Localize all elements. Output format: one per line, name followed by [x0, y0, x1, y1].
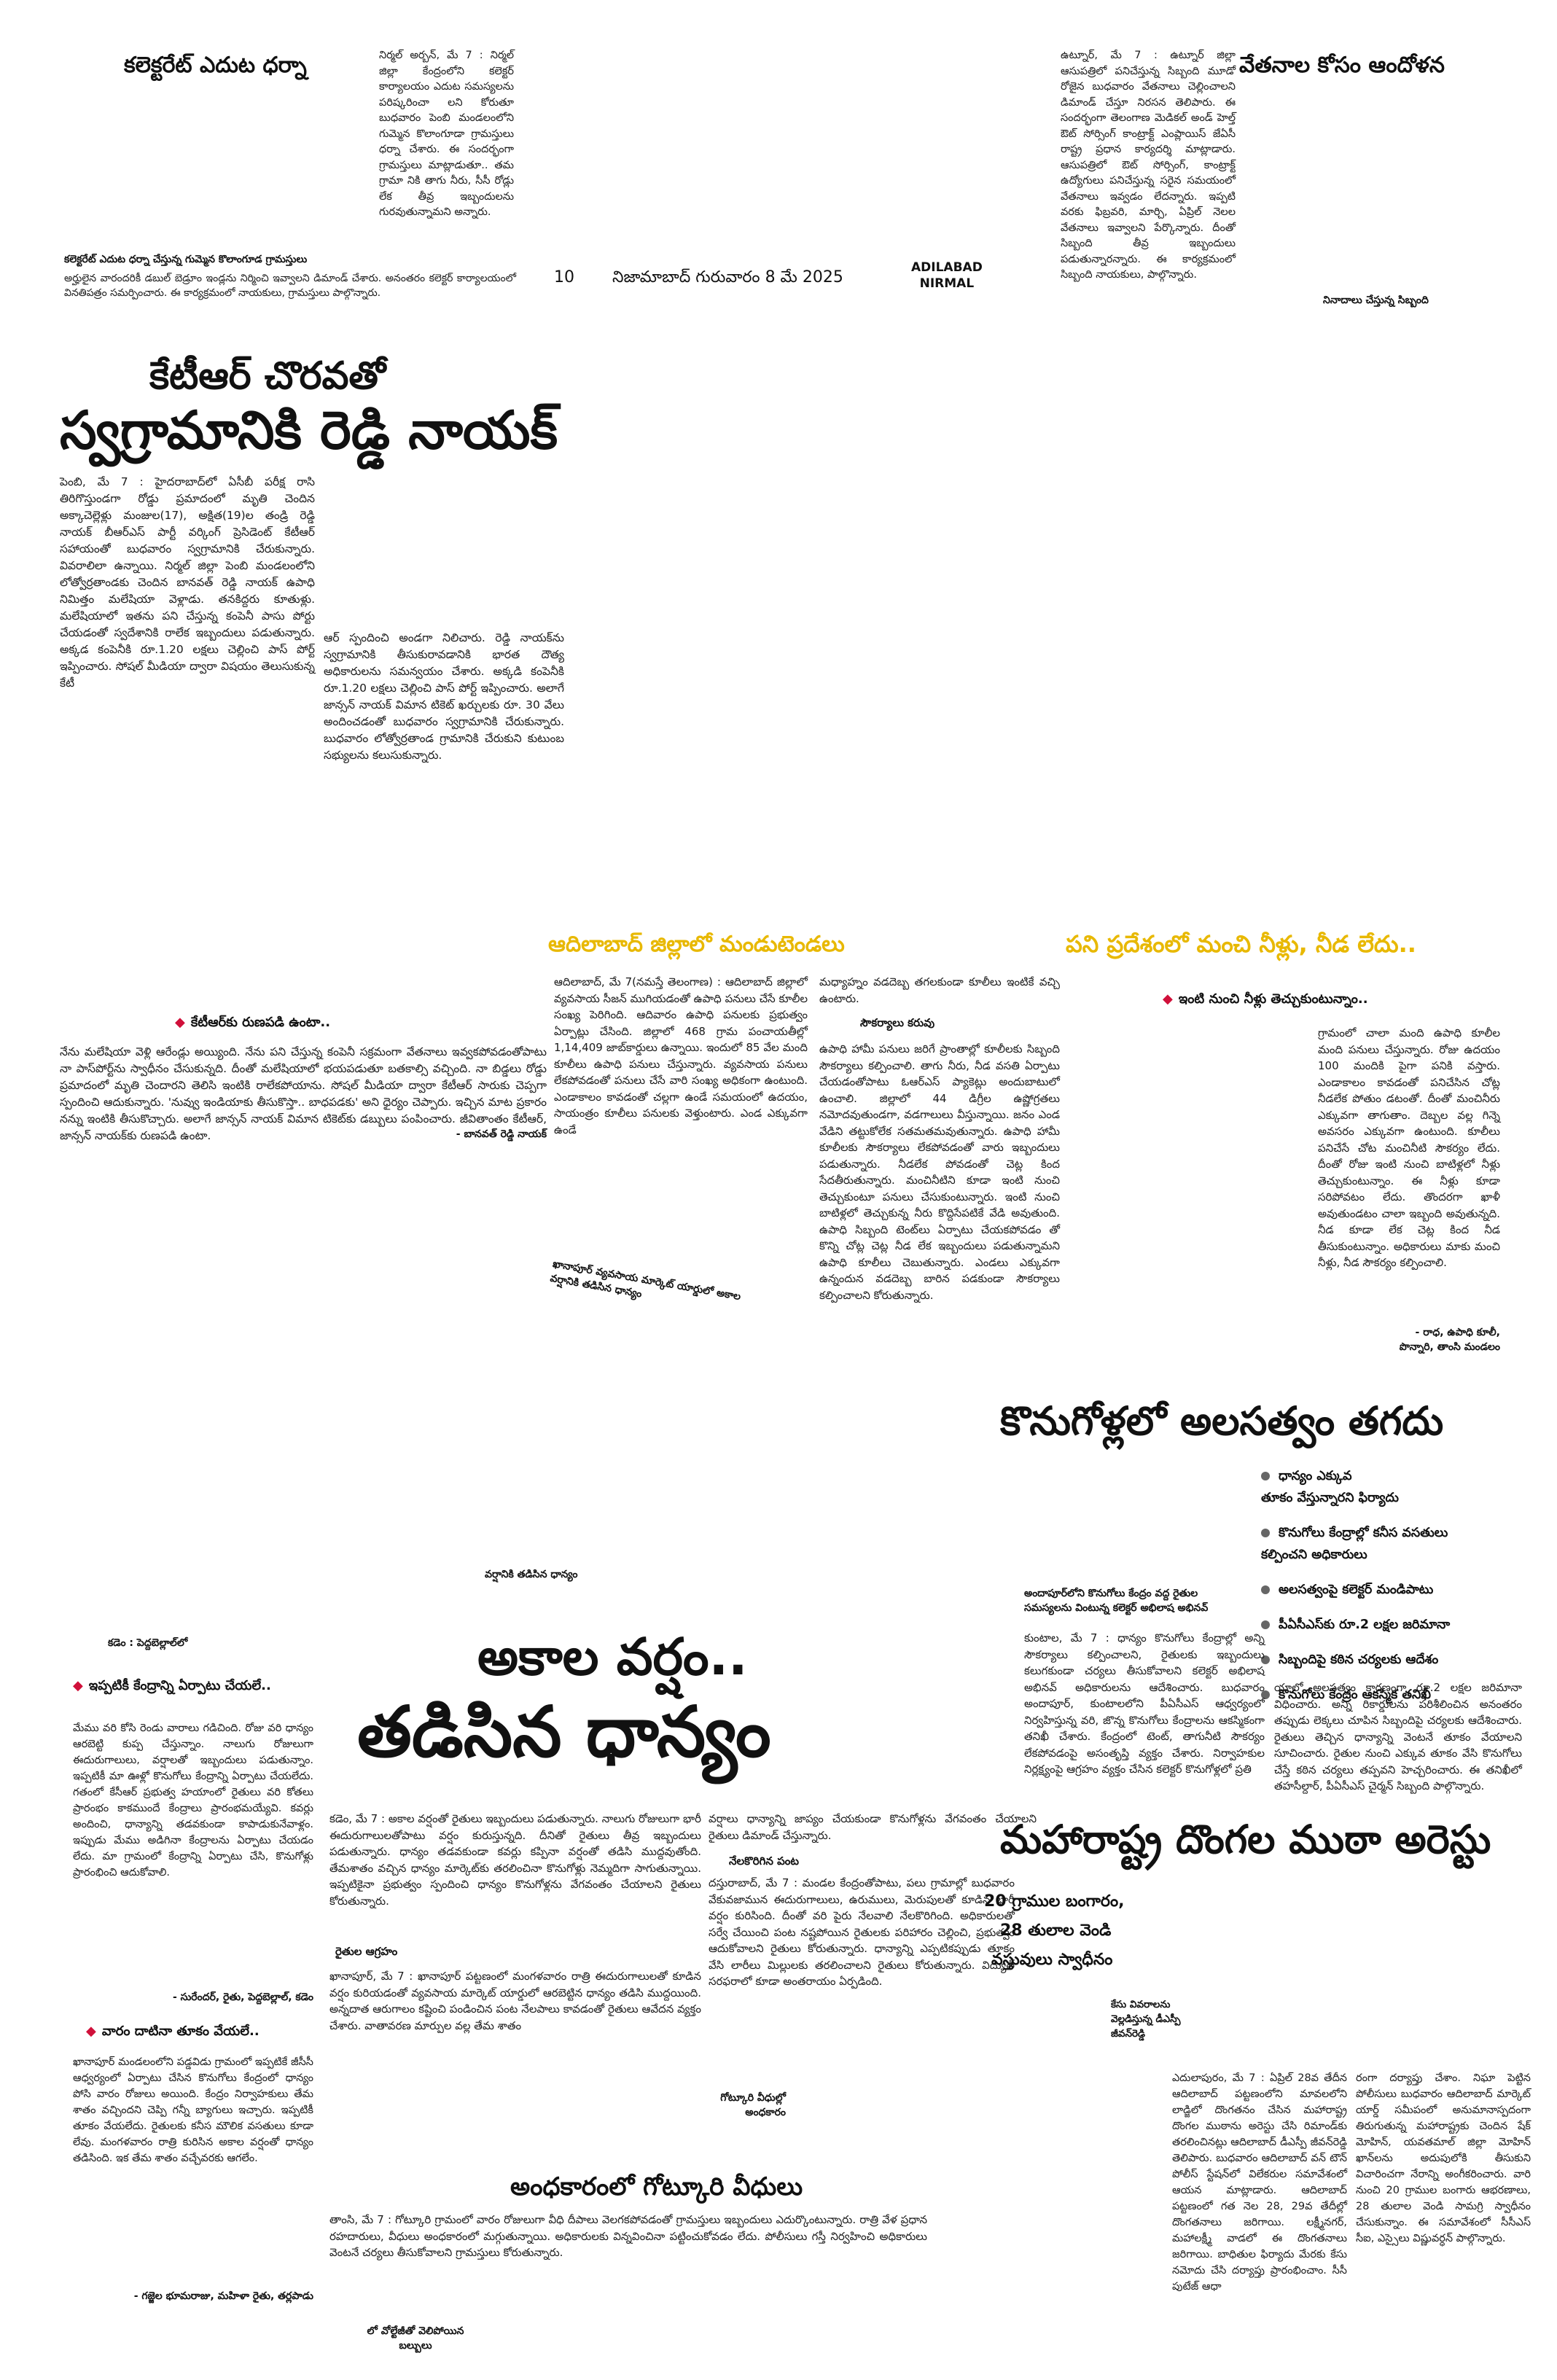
thieves-col2: రంగా దర్యాప్తు చేశాం. నిఘా పెట్టిన పోలీస…: [1356, 2072, 1531, 2244]
reddy-sub-text: కేటీఆర్‌కు రుణపడి ఉంటా..: [190, 1015, 331, 1030]
gotkuri-photo-caption: గోట్కూరి వీధుల్లో అంధకారం: [720, 2092, 786, 2118]
purchase-point: అలసత్వంపై కలెక్టర్ మండిపాటు: [1261, 1579, 1538, 1601]
darkness-headline: అంధకారంలో గోట్కూరి వీధులు: [510, 2172, 803, 2201]
rain-body2: ఖానాపూర్, మే 7 : ఖానాపూర్ పట్టణంలో మంగళవ…: [329, 1970, 701, 2032]
bullet-dot-icon: [1261, 1690, 1270, 1699]
dharna-body: నిర్మల్ అర్బన్, మే 7 : నిర్మల్ జిల్లా కే…: [379, 50, 514, 218]
purchase-body: కుంటాల, మే 7 : ధాన్యం కొనుగోలు కేంద్రాల్…: [1024, 1631, 1265, 1776]
rain-side-sub2: ◆ వారం దాటినా తూకం వేయలే..: [86, 2024, 260, 2042]
diamond-bullet-icon: ◆: [73, 1678, 83, 1693]
water-sub-text: ఇంటి నుంచి నీళ్లు తెచ్చుకుంటున్నాం..: [1178, 991, 1368, 1007]
darkness-caption: లో వోల్టేజీతో వెలిపోయిన బల్బులు: [367, 2325, 464, 2352]
mandutendalu-col1: ఆదిలాబాద్, మే 7(నమస్తే తెలంగాణ) : ఆదిలాబ…: [554, 975, 808, 1136]
rain-sub-mid: రైతుల ఆగ్రహం: [335, 1945, 398, 1958]
water-subhead: ◆ ఇంటి నుంచి నీళ్లు తెచ్చుకుంటున్నాం..: [1163, 991, 1368, 1010]
purchase-body2: యాలో అలసత్వం కారణంగా రూ.2 లక్షల జరిమానా …: [1274, 1681, 1522, 1792]
rain-kicker: వర్షానికి తడిసిన ధాన్యం: [485, 1569, 578, 1580]
reddy-col1: పెంబి, మే 7 : హైదరాబాద్‌లో ఏసీబీ పరీక్ష …: [60, 475, 315, 690]
purchase-point: పీఏసీఎస్‌కు రూ.2 లక్షల జరిమానా: [1261, 1614, 1538, 1636]
darkness-body: తాంసి, మే 7 : గోట్కూరి గ్రామంలో వారం రోజ…: [329, 2213, 927, 2259]
thieves-caption: కేసు వివరాలను వెల్లడిస్తున్న డీఎస్పీ జీవ…: [1111, 1999, 1181, 2040]
rain-sub-right: నేలకొరిగిన పంట: [729, 1854, 799, 1868]
rain-body1: కడెం, మే 7 : అకాల వర్షంతో రైతులు ఇబ్బందు…: [329, 1812, 701, 1908]
reddy-subhead: ◆ కేటీఆర్‌కు రుణపడి ఉంటా..: [175, 1015, 330, 1033]
rain-body1b: వర్షాలు ధాన్యాన్ని జాప్యం చేయకుండా కొనుగ…: [709, 1812, 1037, 1842]
bullet-dot-icon: [1261, 1585, 1270, 1594]
purchase-points: ధాన్యం ఎక్కువ తూకం వేస్తున్నారని ఫిర్యాద…: [1261, 1465, 1538, 1719]
mandutendalu-headline: ఆదిలాబాద్ జిల్లాలో మండుటెండలు: [548, 932, 845, 957]
rain-side-sig2: - గజ్జెల భూమరాజు, మహిళా రైతు, తర్లపాడు: [133, 2290, 313, 2302]
bullet-dot-icon: [1261, 1655, 1270, 1664]
purchase-point: కొనుగోలు కేంద్రం ఆకస్మిక తనిఖీ: [1261, 1684, 1538, 1706]
rain-headline-1: అకాల వర్షం..: [477, 1627, 748, 1687]
rain-body3: దస్తురాబాద్, మే 7 : మండల కేంద్రంతోపాటు, …: [709, 1876, 1015, 1988]
thieves-deck-3: వస్తువులు స్వాధీనం: [991, 1951, 1113, 1969]
reddy-kicker: కేటీఆర్ చొరవతో: [149, 354, 386, 398]
purchase-point: కొనుగోలు కేంద్రాల్లో కనీస వసతులు కల్పించ…: [1261, 1526, 1448, 1562]
water-headline: పని ప్రదేశంలో మంచి నీళ్లు, నీడ లేదు..: [1066, 930, 1416, 958]
dharna-caption: కలెక్టరేట్ ఎదుట ధర్నా చేస్తున్న గుమ్మెన …: [64, 254, 308, 265]
diamond-bullet-icon: ◆: [86, 2024, 96, 2039]
dharna-headline: కలెక్టరేట్ ఎదుట ధర్నా: [124, 52, 307, 78]
rain-side-sub2-text: వారం దాటినా తూకం వేయలే..: [101, 2024, 260, 2039]
edition-label: ADILABAD NIRMAL: [911, 260, 983, 291]
thieves-deck-2: 28 తులాల వెండి: [1000, 1921, 1112, 1940]
rain-side-sub1: ◆ ఇప్పటికీ కేంద్రాన్ని ఏర్పాటు చేయలే..: [73, 1678, 271, 1696]
rain-top-caption: కడెం : పెద్దబెల్లాల్‌లో: [108, 1637, 188, 1649]
rain-side-body2: ఖానాపూర్ మండలంలోని పడ్డవిడు గ్రామంలో ఇప్…: [73, 2056, 313, 2164]
thieves-deck-1: 20 గ్రాముల బంగారం,: [984, 1892, 1125, 1911]
mandutendalu-col2b: ఉపాధి హామీ పనులు జరిగే ప్రాంతాల్లో కూలీల…: [819, 1042, 1060, 1302]
rain-side-body1: మేము వరి కోసి రెండు వారాలు గడిచింది. రోజ…: [73, 1722, 313, 1878]
purchase-caption: అందాపూర్‌లోని కొనుగోలు కేంద్రం వద్ద రైతు…: [1024, 1588, 1209, 1614]
mandutendalu-col2: మధ్యాహ్నం వడదెబ్బ తగలకుండా కూలీలు ఇంటికే…: [819, 975, 1060, 1005]
rain-side-sig1: - సురేందర్, రైతు, పెద్దబెల్లాల్, కడెం: [172, 1991, 313, 2003]
reddy-signature: - బానవత్ రెడ్డి నాయక్: [456, 1128, 547, 1140]
page-number: 10: [554, 268, 574, 286]
reddy-col2: ఆర్ స్పందించి అండగా నిలిచారు. రెడ్డి నాయ…: [324, 631, 564, 762]
water-signature: - రాధ, ఉపాధి కూలీ, పొన్నారి, తాంసి మండలం: [1399, 1327, 1500, 1353]
salary-caption: నినాదాలు చేస్తున్న సిబ్బంది: [1323, 294, 1429, 306]
bullet-dot-icon: [1261, 1472, 1270, 1480]
diamond-bullet-icon: ◆: [175, 1015, 185, 1030]
bullet-dot-icon: [1261, 1620, 1270, 1629]
purchase-point: ధాన్యం ఎక్కువ తూకం వేస్తున్నారని ఫిర్యాద…: [1261, 1469, 1399, 1505]
rain-photo-caption: ఖానాపూర్ వ్యవసాయ మార్కెట్ యార్డులో అకాల …: [549, 1257, 742, 1303]
rain-headline-2: తడిసిన ధాన్యం: [357, 1691, 771, 1773]
rain-side-sub1-text: ఇప్పటికీ కేంద్రాన్ని ఏర్పాటు చేయలే..: [88, 1678, 271, 1693]
thieves-col1: ఎదులాపురం, మే 7 : ఏప్రిల్ 28వ తేదీన ఆదిల…: [1172, 2072, 1347, 2293]
water-body: గ్రామంలో చాలా మంది ఉపాధి కూలీల మంది పనుల…: [1318, 1026, 1500, 1269]
purchase-headline: కొనుగోళ్లలో అలసత్వం తగదు: [1000, 1398, 1444, 1444]
reddy-headline: స్వగ్రామానికి రెడ్డి నాయక్: [60, 399, 558, 461]
dharna-tail: అర్హులైన వారందరికీ డబుల్ బెడ్రూం ఇండ్లను…: [64, 273, 516, 299]
thieves-headline: మహారాష్ట్ర దొంగల ముఠా అరెస్టు: [1000, 1817, 1491, 1862]
masthead-dateline: నిజామాబాద్ గురువారం 8 మే 2025: [612, 268, 843, 286]
mandutendalu-sub: సౌకర్యాలు కరువు: [860, 1016, 935, 1029]
diamond-bullet-icon: ◆: [1163, 991, 1173, 1007]
salary-body: ఉట్నూర్, మే 7 : ఉట్నూర్ జిల్లా ఆసుపత్రిల…: [1061, 50, 1236, 281]
salary-headline: వేతనాల కోసం ఆందోళన: [1239, 52, 1445, 78]
reddy-quote: నేను మలేషియా వెళ్లి ఆరేండ్లు అయ్యింది. న…: [60, 1045, 547, 1142]
purchase-point: సిబ్బందిపై కఠిన చర్యలకు ఆదేశం: [1261, 1649, 1538, 1671]
bullet-dot-icon: [1261, 1529, 1270, 1537]
